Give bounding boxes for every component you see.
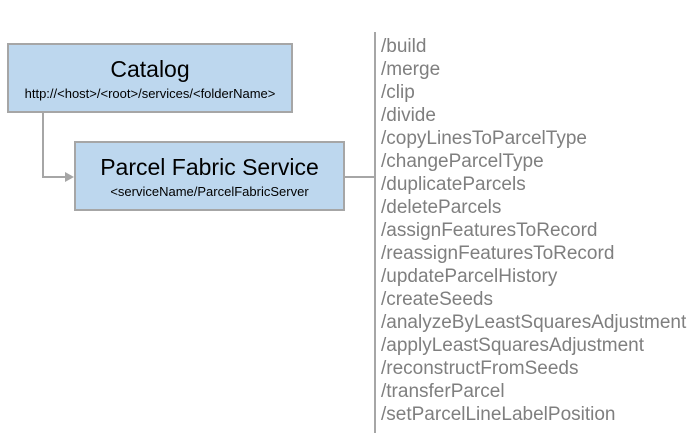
endpoint-reconstruct-from-seeds: /reconstructFromSeeds	[381, 358, 579, 379]
endpoint-change-parcel-type: /changeParcelType	[381, 151, 544, 172]
endpoint-divide: /divide	[381, 105, 436, 126]
endpoint-create-seeds: /createSeeds	[381, 289, 493, 310]
endpoint-analyze-by-least-squares-adjustment: /analyzeByLeastSquaresAdjustment	[381, 312, 687, 333]
connector-vertical-segment	[42, 112, 44, 177]
arrow-head-icon	[65, 172, 74, 182]
parcel-fabric-service-node: Parcel Fabric Service <serviceName/Parce…	[74, 141, 345, 211]
catalog-node: Catalog http://<host>/<root>/services/<f…	[7, 43, 293, 113]
endpoint-update-parcel-history: /updateParcelHistory	[381, 266, 558, 287]
catalog-url: http://<host>/<root>/services/<folderNam…	[24, 85, 276, 101]
connector-horizontal-segment	[42, 176, 67, 178]
endpoint-set-parcel-line-label-position: /setParcelLineLabelPosition	[381, 404, 616, 425]
endpoint-assign-features-to-record: /assignFeaturesToRecord	[381, 220, 598, 241]
service-to-list-connector	[345, 176, 374, 178]
catalog-title: Catalog	[110, 55, 190, 82]
endpoint-delete-parcels: /deleteParcels	[381, 197, 502, 218]
service-title: Parcel Fabric Service	[100, 153, 319, 180]
endpoint-apply-least-squares-adjustment: /applyLeastSquaresAdjustment	[381, 335, 644, 356]
endpoint-build: /build	[381, 36, 427, 57]
endpoint-list: /build /merge /clip /divide /copyLinesTo…	[381, 35, 686, 426]
endpoint-reassign-features-to-record: /reassignFeaturesToRecord	[381, 243, 615, 264]
endpoint-duplicate-parcels: /duplicateParcels	[381, 174, 526, 195]
endpoint-merge: /merge	[381, 59, 441, 80]
endpoint-list-divider	[374, 32, 376, 433]
endpoint-copy-lines-to-parcel-type: /copyLinesToParcelType	[381, 128, 587, 149]
endpoint-clip: /clip	[381, 82, 415, 103]
service-url: <serviceName/ParcelFabricServer	[110, 183, 309, 199]
endpoint-transfer-parcel: /transferParcel	[381, 381, 505, 402]
